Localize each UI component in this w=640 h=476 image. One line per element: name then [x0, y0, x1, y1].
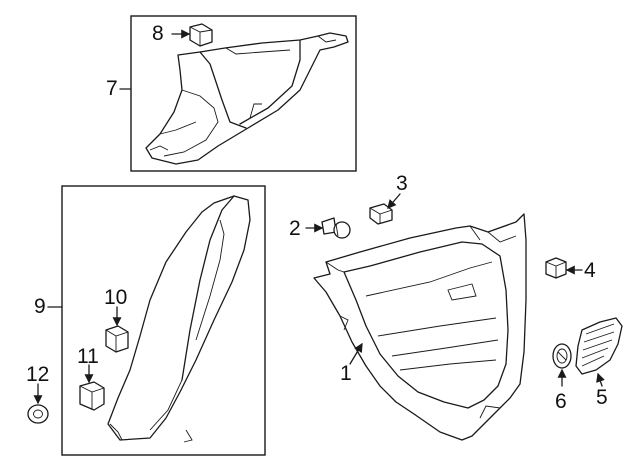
clip-11-drawing	[79, 381, 105, 411]
callout-2: 2	[289, 217, 301, 240]
push-pin-2-drawing	[321, 217, 351, 239]
callout-12: 12	[26, 363, 50, 386]
push-nut-12-drawing	[27, 404, 49, 424]
callout-11: 11	[77, 345, 99, 368]
clip-3-drawing	[369, 203, 393, 225]
quarter-trim-panel-drawing	[313, 213, 527, 441]
callout-10: 10	[104, 286, 128, 309]
pillar-trim-panel-drawing	[107, 195, 251, 443]
callout-1: 1	[340, 362, 352, 385]
inset-box-7	[130, 15, 357, 172]
clip-8-drawing	[189, 23, 213, 47]
callout-5: 5	[596, 386, 608, 409]
callout-7: 7	[106, 77, 118, 100]
inset-box-9	[61, 185, 266, 456]
callout-8: 8	[152, 22, 164, 45]
nut-4-drawing	[545, 257, 567, 279]
callout-3: 3	[396, 172, 408, 195]
callout-4: 4	[584, 259, 596, 282]
clip-10-drawing	[105, 325, 129, 353]
callout-9: 9	[34, 295, 46, 318]
grommet-6-drawing	[552, 343, 572, 369]
vent-grille-5-drawing	[575, 317, 623, 375]
callout-6: 6	[555, 390, 567, 413]
upper-pillar-trim-drawing	[145, 32, 349, 165]
